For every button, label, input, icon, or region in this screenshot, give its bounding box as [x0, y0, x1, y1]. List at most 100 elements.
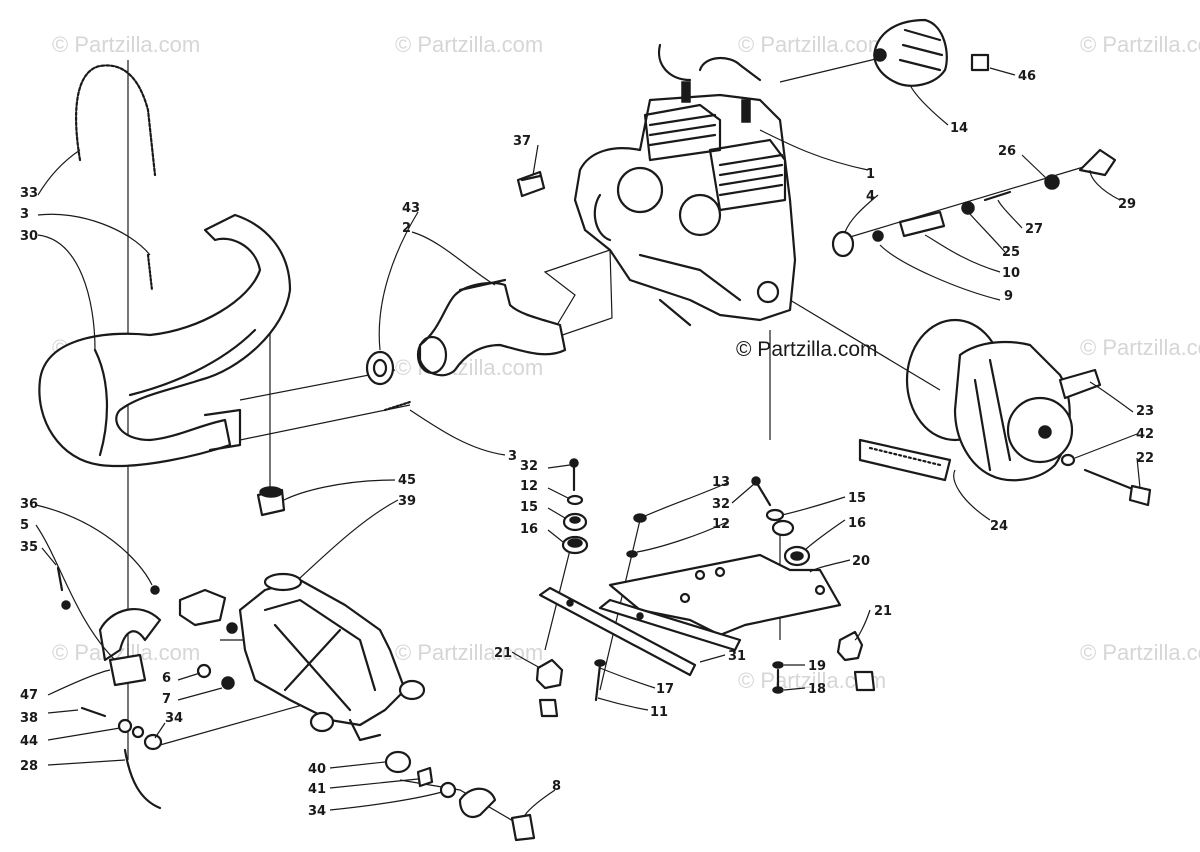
callout-12: 12: [712, 517, 730, 532]
mount-bracket-31: [598, 598, 742, 652]
washer-9: [872, 230, 884, 242]
mount-bracket-17: [538, 586, 697, 677]
callout-35: 35: [20, 540, 38, 555]
callout-32: 32: [520, 459, 538, 474]
callout-44: 44: [20, 734, 38, 749]
callout-8: 8: [552, 779, 561, 794]
bolt-hardware: [594, 659, 784, 702]
callout-2: 2: [402, 221, 411, 236]
callout-11: 11: [650, 705, 668, 720]
clip-46: [970, 53, 990, 72]
callout-20: 20: [852, 554, 870, 569]
callout-22: 22: [1136, 451, 1154, 466]
callout-21: 21: [874, 604, 892, 619]
isolator-21-right: [836, 630, 876, 692]
mount-stack-left: [561, 458, 589, 555]
callout-34: 34: [308, 804, 326, 819]
watermark: © Partzilla.com: [1080, 335, 1200, 360]
bolt-head-4: [831, 230, 855, 258]
lower-hardware: [384, 750, 536, 842]
hardware-small: [56, 566, 238, 810]
exhaust-spring-33: [74, 64, 157, 177]
callout-45: 45: [398, 473, 416, 488]
callout-21: 21: [494, 646, 512, 661]
callout-15: 15: [848, 491, 866, 506]
callout-leaders: [35, 67, 1141, 816]
callout-16: 16: [848, 516, 866, 531]
stud-27: [983, 190, 1012, 202]
callout-19: 19: [808, 659, 826, 674]
spring-3-lower: [383, 400, 412, 412]
callout-29: 29: [1118, 197, 1136, 212]
engine-1: [573, 43, 797, 327]
isolator-21-left: [535, 658, 564, 718]
watermark: © Partzilla.com: [1080, 640, 1200, 665]
callout-15: 15: [520, 500, 538, 515]
callout-34: 34: [165, 711, 183, 726]
recoil-cover-14: [873, 18, 948, 87]
exhaust-pipe-30: [38, 213, 292, 468]
callout-labels: 33 3 30 43 2 3 1 14 46 37 4 9 10 25 27 2…: [20, 69, 1154, 819]
callout-13: 13: [712, 475, 730, 490]
callout-24: 24: [990, 519, 1008, 534]
callout-17: 17: [656, 682, 674, 697]
callout-47: 47: [20, 688, 38, 703]
callout-16: 16: [520, 522, 538, 537]
drive-clutch-24: [905, 318, 1074, 482]
bracket-29: [1078, 148, 1117, 177]
callout-38: 38: [20, 711, 38, 726]
callout-18: 18: [808, 682, 826, 697]
exhaust-manifold-2: [416, 278, 567, 377]
callout-37: 37: [513, 134, 531, 149]
strap-47: [98, 608, 162, 687]
callout-3: 3: [20, 207, 29, 222]
mount-hardware: [831, 148, 1117, 258]
callout-5: 5: [20, 518, 29, 533]
spring-3-upper: [146, 253, 154, 292]
watermark: © Partzilla.com: [738, 32, 886, 57]
callout-46: 46: [1018, 69, 1036, 84]
nut-26: [1044, 174, 1060, 190]
engine-plate-20: [608, 553, 842, 637]
callout-10: 10: [1002, 266, 1020, 281]
callout-32: 32: [712, 497, 730, 512]
watermark-center: © Partzilla.com: [736, 338, 878, 361]
callout-40: 40: [308, 762, 326, 777]
callout-14: 14: [950, 121, 968, 136]
callout-41: 41: [308, 782, 326, 797]
callout-26: 26: [998, 144, 1016, 159]
callout-43: 43: [402, 201, 420, 216]
callout-25: 25: [1002, 245, 1020, 260]
callout-23: 23: [1136, 404, 1154, 419]
callout-39: 39: [398, 494, 416, 509]
callout-27: 27: [1025, 222, 1043, 237]
watermark: © Partzilla.com: [1080, 32, 1200, 57]
spacer-10: [898, 210, 946, 238]
nut-25: [961, 201, 975, 215]
watermark: © Partzilla.com: [395, 32, 543, 57]
silencer-bracket-36: [178, 588, 227, 627]
callout-4: 4: [866, 189, 875, 204]
callout-6: 6: [162, 671, 171, 686]
callout-12: 12: [520, 479, 538, 494]
mount-stack-right: [626, 476, 811, 567]
silencer-39: [238, 572, 426, 742]
callout-42: 42: [1136, 427, 1154, 442]
grommet-45: [256, 486, 286, 517]
callout-3: 3: [508, 449, 517, 464]
watermark: © Partzilla.com: [52, 32, 200, 57]
callout-28: 28: [20, 759, 38, 774]
callout-9: 9: [1004, 289, 1013, 304]
callout-36: 36: [20, 497, 38, 512]
drive-belt-23: [858, 368, 1102, 482]
callout-7: 7: [162, 692, 171, 707]
decal-37: [516, 170, 546, 198]
washer-42: [1060, 453, 1076, 467]
callout-33: 33: [20, 186, 38, 201]
gasket-43: [365, 350, 395, 386]
callout-31: 31: [728, 649, 746, 664]
bolt-22: [1083, 468, 1152, 507]
callout-30: 30: [20, 229, 38, 244]
